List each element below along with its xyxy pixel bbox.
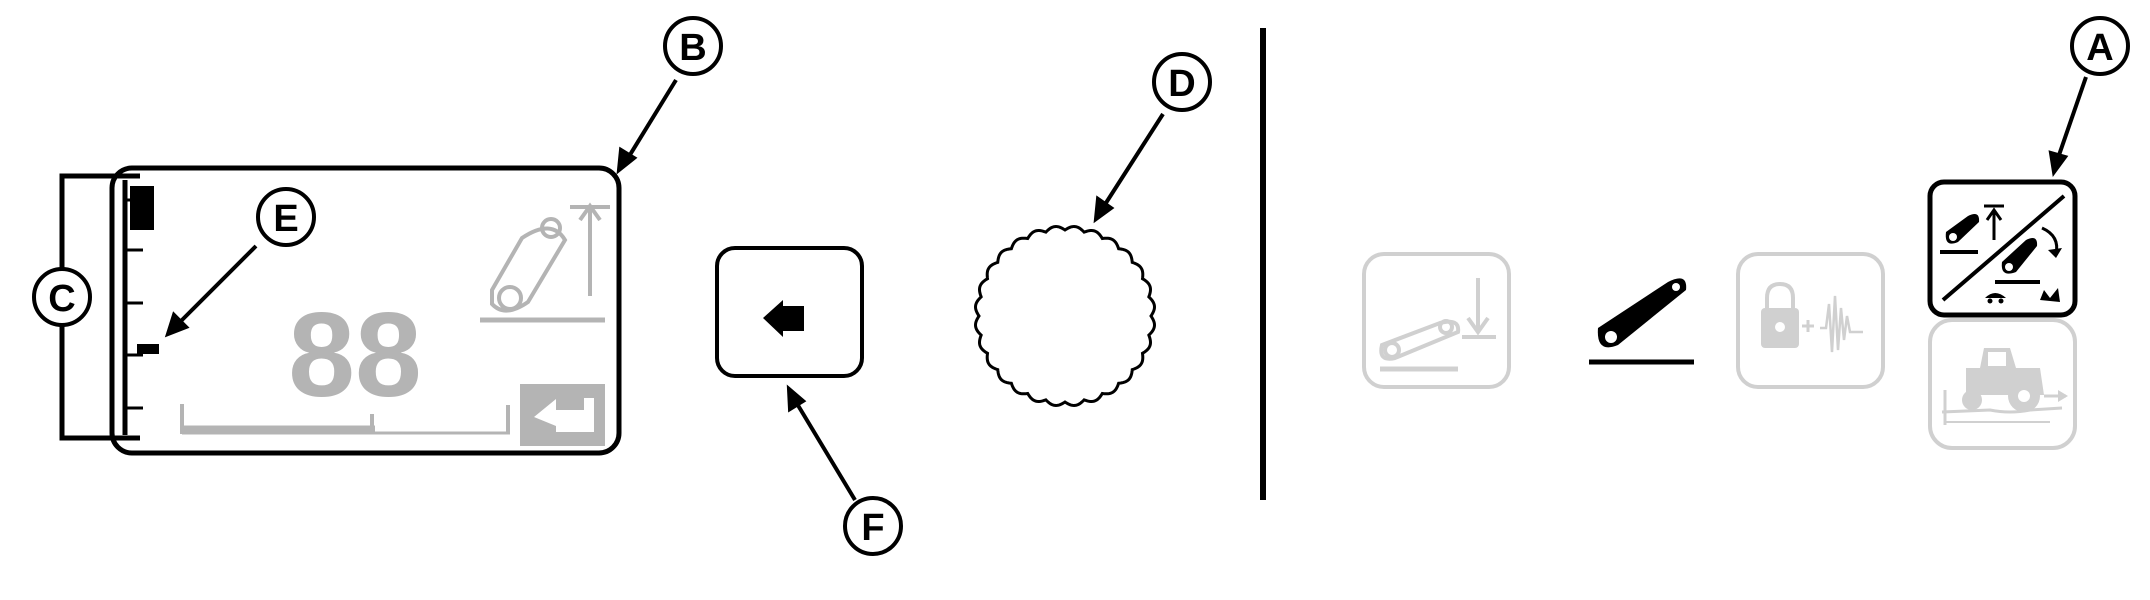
- callout-a-label: A: [2086, 27, 2113, 69]
- leader-a: [2056, 76, 2088, 159]
- tractor-button[interactable]: [1928, 318, 2077, 450]
- scale-top-block: [130, 186, 154, 230]
- callout-c-label: C: [48, 278, 75, 320]
- callout-c: C: [32, 267, 92, 327]
- callout-d: D: [1152, 52, 1212, 112]
- callout-b-label: B: [679, 27, 706, 69]
- boom-arm-tip: [1672, 283, 1680, 291]
- callout-b: B: [663, 16, 723, 76]
- callout-f: F: [843, 496, 903, 556]
- lock-plus-icon: [1761, 281, 1863, 353]
- boom-arm-icon: [1597, 278, 1687, 348]
- leader-b-arrowhead: [616, 146, 638, 175]
- callout-d-label: D: [1168, 63, 1195, 105]
- leader-d-arrowhead: [1093, 195, 1115, 224]
- leader-e: [178, 244, 258, 324]
- callout-e-label: E: [273, 198, 298, 240]
- boom-lower-button[interactable]: [1362, 252, 1511, 389]
- leader-f: [794, 400, 857, 502]
- callout-e: E: [256, 187, 316, 247]
- rotary-knob-icon[interactable]: [974, 225, 1156, 407]
- boom-arm-pivot: [1605, 331, 1617, 343]
- lcd-frame: [109, 165, 622, 456]
- leader-e-arrowhead: [164, 311, 190, 338]
- display-value: 88: [288, 288, 421, 422]
- leader-f-arrowhead: [786, 384, 807, 413]
- return-icon: [520, 384, 605, 446]
- boom-arm-indicator: [1589, 278, 1694, 365]
- leader-a-arrowhead: [2048, 150, 2069, 178]
- tractor-icon: [1941, 348, 2068, 425]
- lcd-display: 88: [59, 165, 622, 456]
- boom-raise-icon: [480, 202, 610, 323]
- callout-a: A: [2070, 16, 2130, 76]
- leader-arrows: [164, 76, 2088, 502]
- boom-raise-speed-button[interactable]: [1927, 179, 2078, 318]
- leader-d: [1102, 112, 1165, 208]
- lock-plus-button[interactable]: [1736, 252, 1885, 389]
- boom-raise-speed-icon: [1940, 194, 2066, 304]
- back-button[interactable]: [715, 246, 864, 378]
- scale-level-marker: [137, 344, 159, 354]
- callout-f-label: F: [861, 507, 884, 549]
- leader-b: [626, 78, 678, 160]
- back-arrow-icon: [763, 300, 804, 337]
- boom-lower-icon: [1379, 278, 1496, 372]
